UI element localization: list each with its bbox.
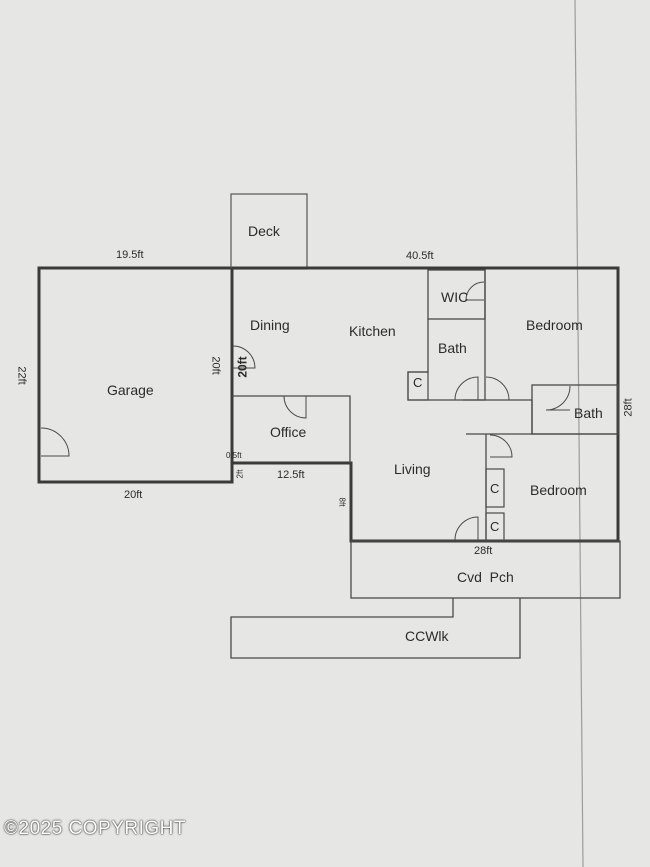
room-label-bedroom-top: Bedroom — [526, 317, 583, 333]
room-label-office: Office — [270, 424, 307, 440]
closet-box-2 — [485, 468, 505, 508]
closet-label-1: C — [413, 375, 423, 390]
room-label-garage: Garage — [107, 382, 154, 398]
room-label-covered-porch: Cvd Pch — [457, 569, 514, 585]
dimension-house-right: 28ft — [622, 398, 635, 417]
dimension-step: 2ft — [235, 469, 245, 479]
room-label-bath-main: Bath — [438, 340, 467, 356]
room-label-wic: WIC — [441, 289, 469, 305]
door-swing-office — [283, 395, 307, 419]
dimension-garage-right: 20ft — [209, 356, 222, 375]
door-swing-bath — [454, 376, 479, 401]
dimension-office-corner: 0.5ft — [226, 451, 242, 460]
room-label-living: Living — [394, 461, 431, 477]
door-swing-hall — [489, 434, 513, 458]
door-swing-dining — [232, 345, 256, 369]
dimension-office-bottom: 12.5ft — [277, 469, 305, 481]
dimension-garage-top: 19.5ft — [116, 249, 144, 261]
closet-box-1 — [407, 371, 429, 401]
dimension-garage-bottom: 20ft — [124, 489, 143, 501]
dimension-house-top: 40.5ft — [406, 250, 434, 262]
dimension-house-bottom: 28ft — [474, 545, 493, 557]
room-label-dining: Dining — [250, 317, 290, 333]
room-label-kitchen: Kitchen — [349, 323, 396, 339]
door-swing-garage — [40, 427, 70, 457]
closet-label-3: C — [490, 519, 500, 534]
room-label-walk: CCWlk — [405, 628, 449, 644]
bath-ensuite-outline — [531, 384, 619, 435]
dimension-dining-height: 20ft — [235, 356, 250, 378]
room-label-bath-ensuite: Bath — [574, 405, 603, 421]
closet-label-2: C — [490, 481, 500, 496]
dimension-garage-left: 22ft — [15, 366, 28, 385]
door-swing-wic — [465, 281, 485, 301]
room-label-deck: Deck — [248, 223, 280, 239]
house-outer-walls — [230, 266, 620, 543]
door-swing-living — [454, 516, 479, 541]
covered-porch-outline — [350, 540, 621, 599]
door-swing-ensuite — [545, 385, 571, 411]
room-label-bedroom-bottom: Bedroom — [530, 482, 587, 498]
copyright-watermark: ©2025 COPYRIGHT — [4, 818, 186, 839]
dimension-living-left: 8ft — [337, 497, 347, 507]
office-walls — [232, 395, 351, 463]
walk-outline — [230, 598, 521, 659]
door-swing-bedroom-top — [485, 376, 510, 401]
